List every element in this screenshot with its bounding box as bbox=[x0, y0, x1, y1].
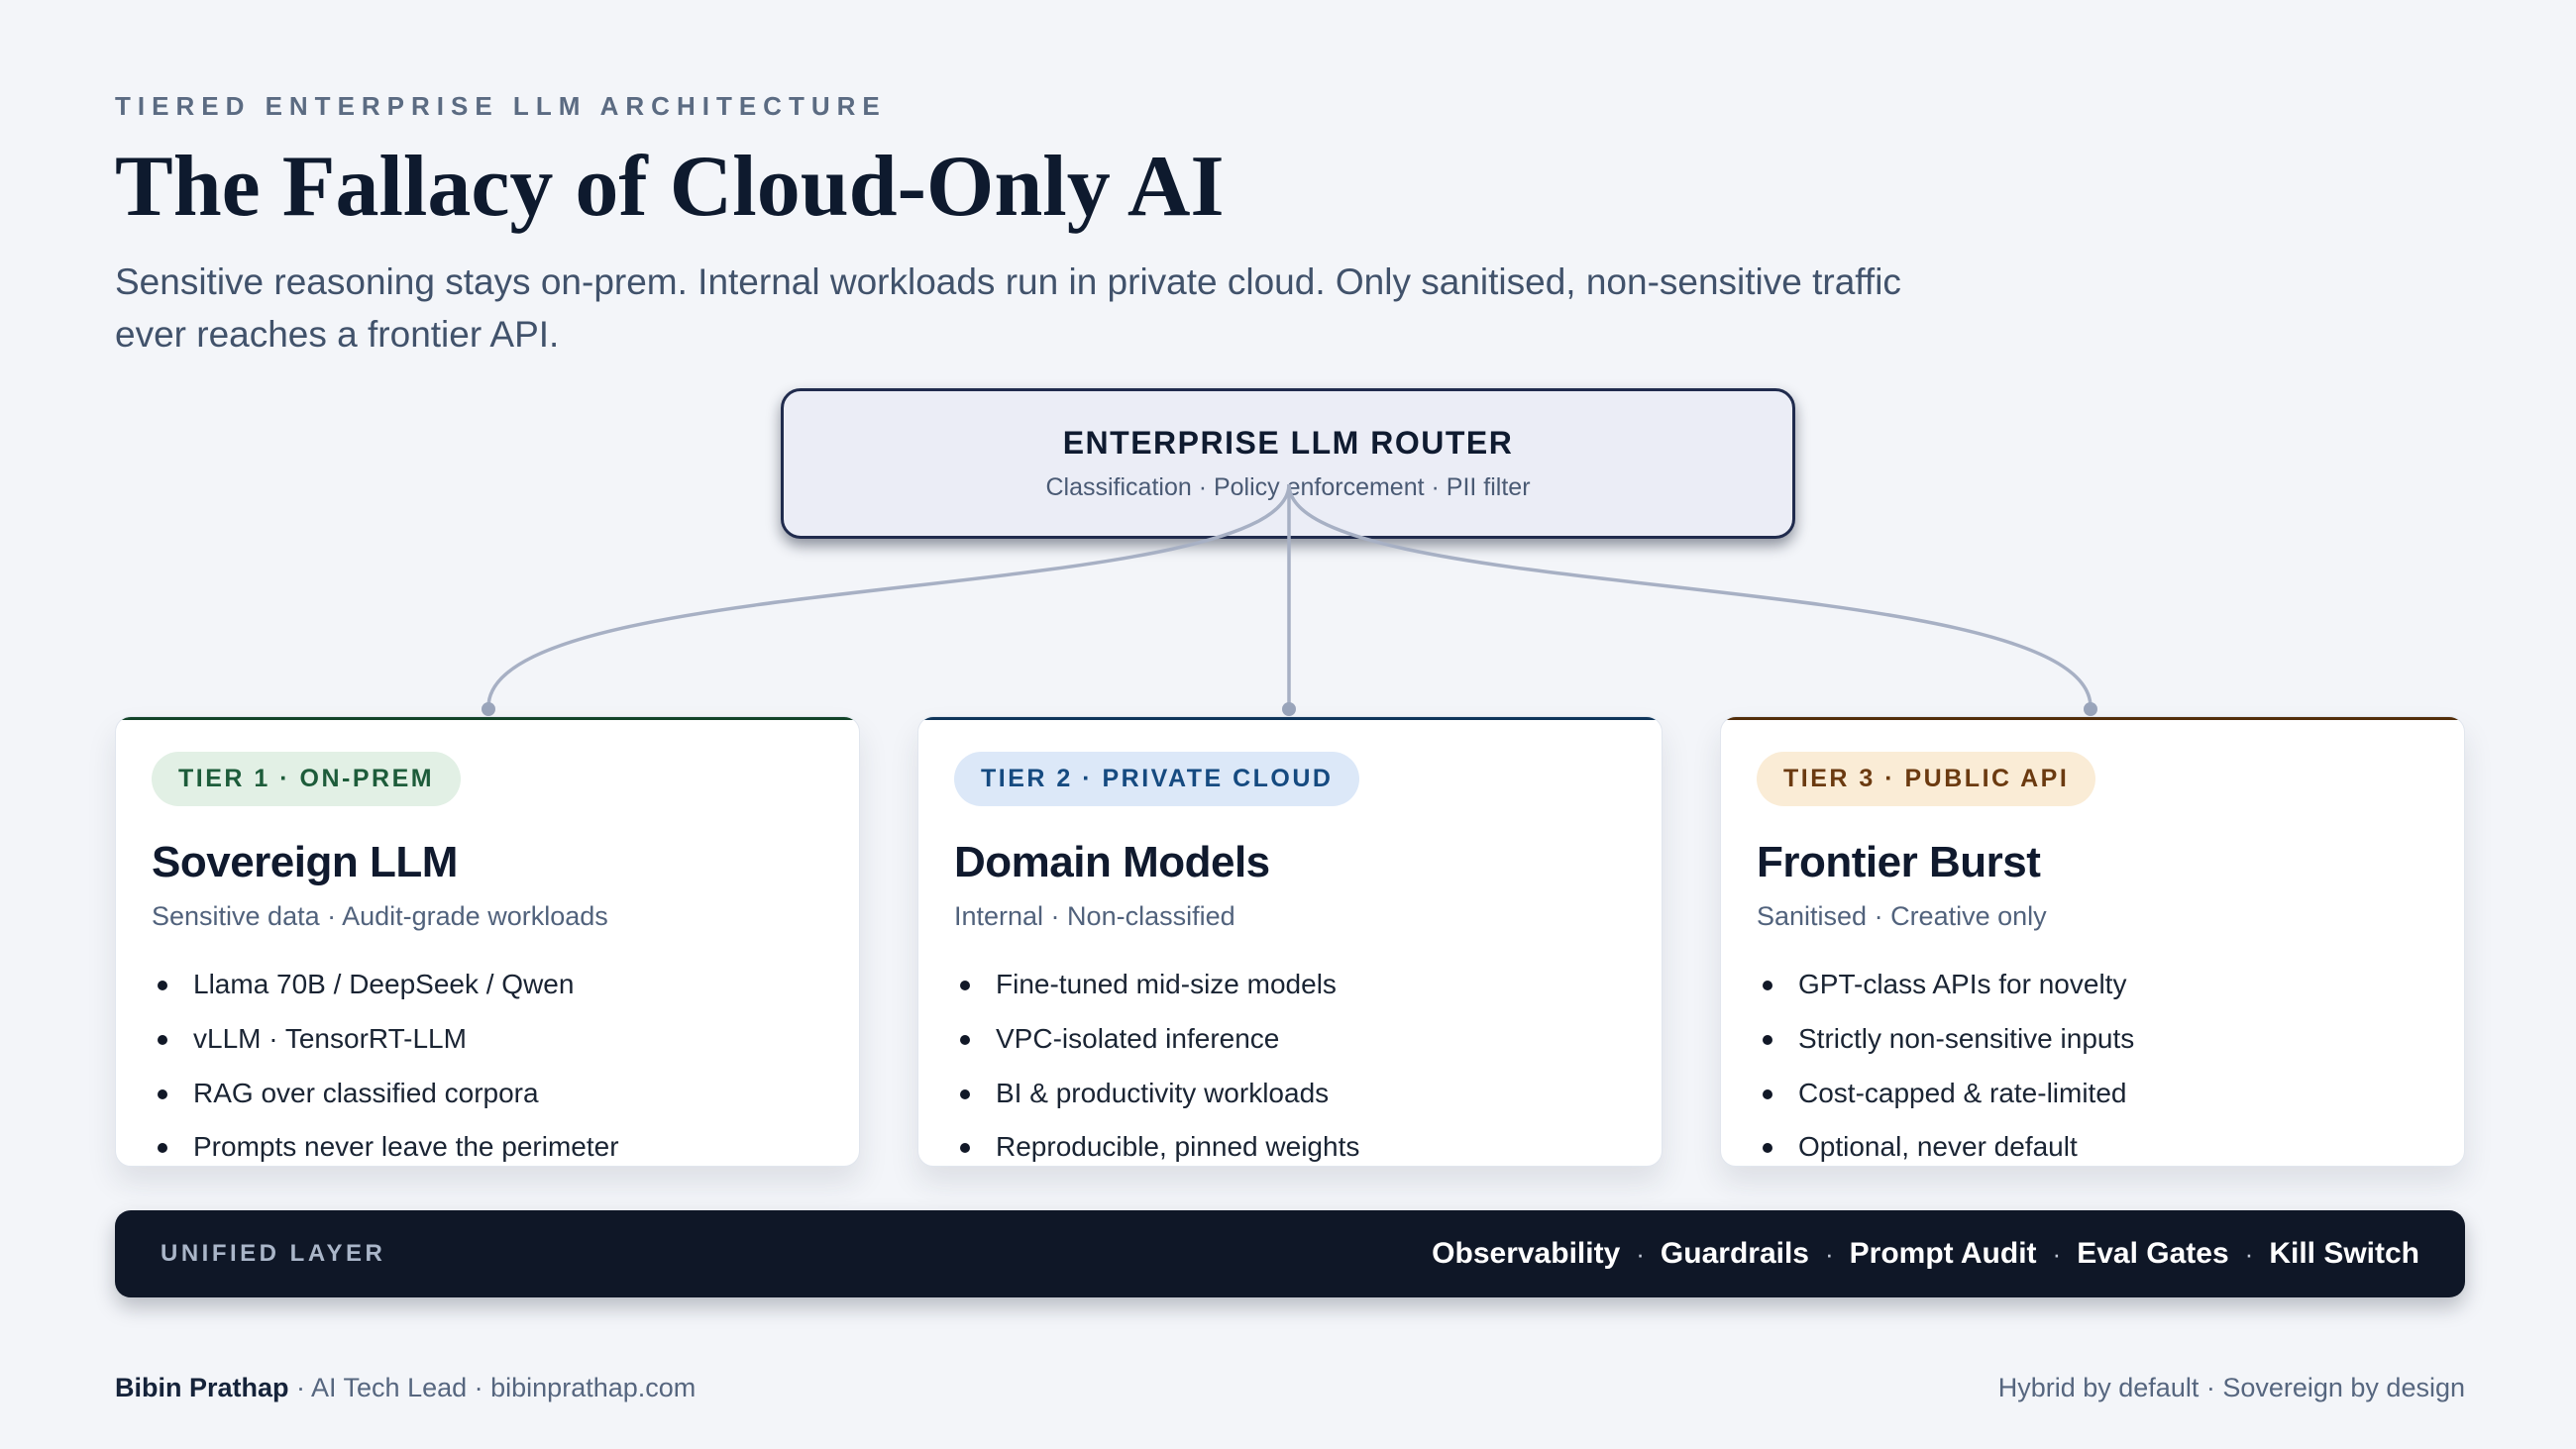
eyebrow-label: TIERED ENTERPRISE LLM ARCHITECTURE bbox=[115, 91, 887, 121]
connector-dot-left bbox=[482, 702, 495, 716]
tier2-accent-bar bbox=[918, 717, 1662, 720]
tier3-badge: TIER 3 · PUBLIC API bbox=[1757, 752, 2096, 806]
subtitle-line-2: ever reaches a frontier API. bbox=[115, 313, 560, 355]
tier2-badge: TIER 2 · PRIVATE CLOUD bbox=[954, 752, 1360, 806]
connector-dot-middle bbox=[1282, 702, 1296, 716]
tier1-subtitle: Sensitive data · Audit-grade workloads bbox=[152, 901, 608, 931]
author-name: Bibin Prathap bbox=[115, 1373, 289, 1402]
bullet-item: Fine-tuned mid-size models bbox=[954, 969, 1626, 1000]
unified-item: Guardrails bbox=[1660, 1237, 1809, 1270]
unified-item: Eval Gates bbox=[2077, 1237, 2229, 1270]
tier1-bullet-list: Llama 70B / DeepSeek / Qwen vLLM · Tenso… bbox=[152, 969, 823, 1163]
subtitle-line-1: Sensitive reasoning stays on-prem. Inter… bbox=[115, 261, 1901, 302]
bullet-item: Llama 70B / DeepSeek / Qwen bbox=[152, 969, 823, 1000]
page-title: The Fallacy of Cloud-Only AI bbox=[115, 139, 1225, 235]
header: TIERED ENTERPRISE LLM ARCHITECTURE The F… bbox=[115, 91, 1997, 361]
bullet-item: Prompts never leave the perimeter bbox=[152, 1132, 823, 1163]
unified-item: Kill Switch bbox=[2269, 1237, 2419, 1270]
separator-dot: · bbox=[2244, 1239, 2254, 1269]
tier3-accent-bar bbox=[1721, 717, 2464, 720]
unified-layer-bar: UNIFIED LAYER Observability · Guardrails · P… bbox=[115, 1210, 2465, 1297]
bullet-item: GPT-class APIs for novelty bbox=[1757, 969, 2428, 1000]
tier3-bullet-list: GPT-class APIs for novelty Strictly non-… bbox=[1757, 969, 2428, 1163]
bullet-item: Optional, never default bbox=[1757, 1132, 2428, 1163]
tier-cards-row: TIER 1 · ON-PREM Sovereign LLM Sensitive… bbox=[115, 716, 2465, 1167]
tier2-bullet-list: Fine-tuned mid-size models VPC-isolated … bbox=[954, 969, 1626, 1163]
bullet-item: Reproducible, pinned weights bbox=[954, 1132, 1626, 1163]
tier2-title: Domain Models bbox=[954, 838, 1270, 886]
unified-layer-items: Observability · Guardrails · Prompt Audit · Ev… bbox=[1432, 1237, 2419, 1271]
tier1-badge: TIER 1 · ON-PREM bbox=[152, 752, 462, 806]
tier2-card: TIER 2 · PRIVATE CLOUD Domain Models Int… bbox=[917, 716, 1663, 1167]
router-node: ENTERPRISE LLM ROUTER Classification · P… bbox=[781, 388, 1795, 539]
author-details: · AI Tech Lead · bibinprathap.com bbox=[288, 1373, 697, 1402]
tier3-card: TIER 3 · PUBLIC API Frontier Burst Sanit… bbox=[1720, 716, 2465, 1167]
unified-item: Prompt Audit bbox=[1849, 1237, 2037, 1270]
connector-dot-right bbox=[2084, 702, 2097, 716]
unified-item: Observability bbox=[1432, 1237, 1621, 1270]
separator-dot: · bbox=[2052, 1239, 2062, 1269]
router-title: ENTERPRISE LLM ROUTER bbox=[1062, 425, 1514, 461]
bullet-item: VPC-isolated inference bbox=[954, 1023, 1626, 1055]
page-subtitle: Sensitive reasoning stays on-prem. Inter… bbox=[115, 257, 1997, 361]
separator-dot: · bbox=[1636, 1239, 1645, 1269]
bullet-item: Cost-capped & rate-limited bbox=[1757, 1078, 2428, 1109]
tier1-title: Sovereign LLM bbox=[152, 838, 458, 886]
tier1-card: TIER 1 · ON-PREM Sovereign LLM Sensitive… bbox=[115, 716, 860, 1167]
router-subtitle: Classification · Policy enforcement · PI… bbox=[1045, 473, 1531, 501]
tier2-subtitle: Internal · Non-classified bbox=[954, 901, 1235, 931]
bullet-item: RAG over classified corpora bbox=[152, 1078, 823, 1109]
tier3-subtitle: Sanitised · Creative only bbox=[1757, 901, 2047, 931]
footer: Bibin Prathap · AI Tech Lead · bibinprat… bbox=[115, 1373, 2465, 1403]
bullet-item: vLLM · TensorRT-LLM bbox=[152, 1023, 823, 1055]
footer-left: Bibin Prathap · AI Tech Lead · bibinprat… bbox=[115, 1373, 696, 1403]
tier3-title: Frontier Burst bbox=[1757, 838, 2041, 886]
separator-dot: · bbox=[1824, 1239, 1834, 1269]
bullet-item: BI & productivity workloads bbox=[954, 1078, 1626, 1109]
footer-right: Hybrid by default · Sovereign by design bbox=[1997, 1373, 2465, 1402]
unified-layer-label: UNIFIED LAYER bbox=[161, 1240, 386, 1267]
tier1-accent-bar bbox=[116, 717, 859, 720]
bullet-item: Strictly non-sensitive inputs bbox=[1757, 1023, 2428, 1055]
